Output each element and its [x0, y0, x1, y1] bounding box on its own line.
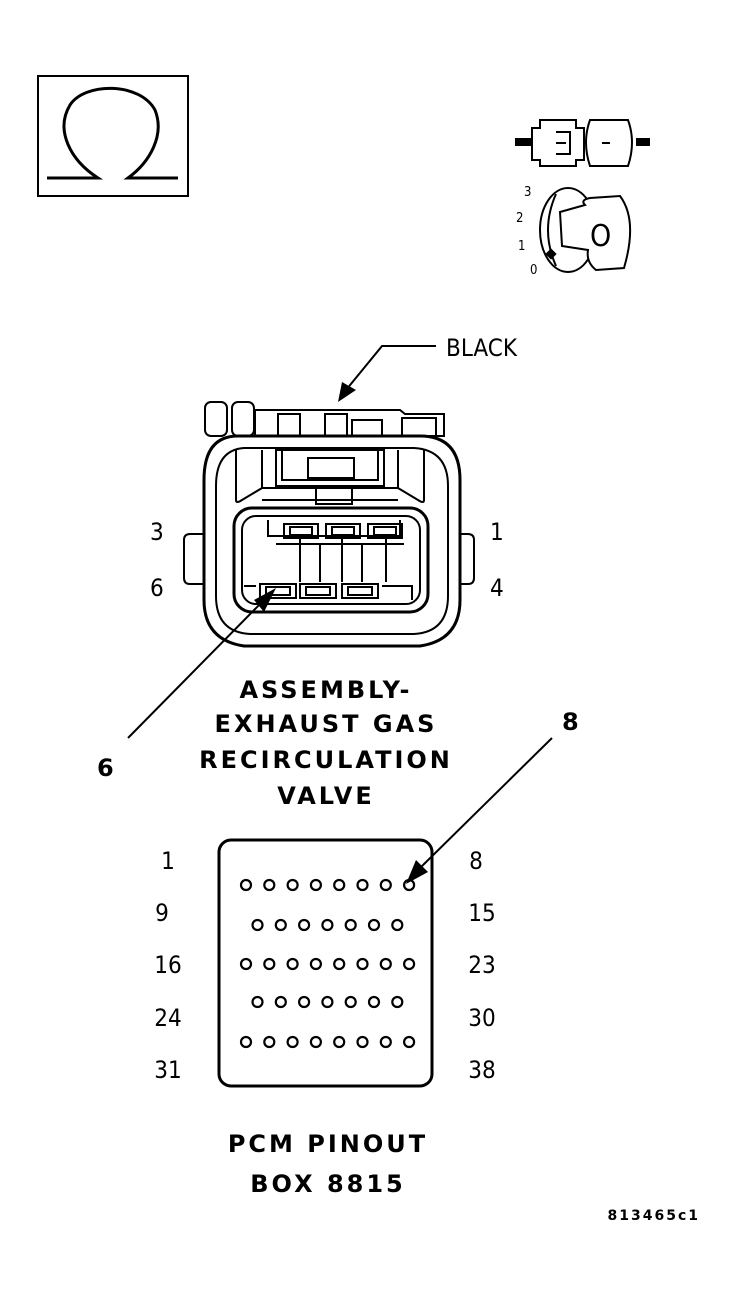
- callout-6-leader: [127, 588, 276, 739]
- pcm-left-labels: 1 9 16 24 31: [154, 847, 181, 1084]
- pcm-pin: [263, 957, 276, 971]
- connector-title: ASSEMBLY- EXHAUST GAS RECIRCULATION VALV…: [199, 676, 453, 810]
- pcm-row-end-label: 38: [468, 1056, 495, 1084]
- connector-color-label: BLACK: [446, 334, 518, 362]
- pcm-pin: [344, 918, 357, 932]
- pcm-row-end-label: 15: [468, 899, 495, 927]
- pcm-pin: [309, 878, 322, 892]
- callout-6-number: 6: [97, 754, 117, 782]
- connector-pin-label-1: 1: [490, 518, 504, 546]
- ignition-position-1: 1: [518, 239, 525, 254]
- pcm-title-line-2: BOX 8815: [250, 1170, 406, 1198]
- pcm-pin: [391, 918, 404, 932]
- pcm-pin: [367, 918, 381, 932]
- connector-terminal-row-upper: [276, 523, 404, 582]
- connector-title-line-1: ASSEMBLY-: [239, 676, 412, 704]
- pcm-pin: [239, 1035, 253, 1049]
- connector-pin-label-4: 4: [490, 574, 504, 602]
- pcm-pin: [321, 995, 334, 1009]
- pcm-pin: [391, 995, 404, 1009]
- pcm-pin: [263, 878, 276, 892]
- pcm-pin: [286, 878, 299, 892]
- egr-connector-face: [183, 401, 475, 648]
- pcm-pin: [367, 995, 381, 1009]
- pcm-row-start-label: 16: [154, 951, 181, 979]
- pcm-row-end-label: 23: [468, 951, 495, 979]
- connector-title-line-2: EXHAUST GAS: [215, 710, 438, 738]
- pcm-pin: [298, 995, 311, 1009]
- pcm-pin: [321, 918, 334, 932]
- pcm-pin: [356, 1035, 369, 1049]
- ignition-position-3: 3: [524, 185, 531, 200]
- connector-color-callout: BLACK: [338, 334, 518, 402]
- pcm-pin: [251, 995, 264, 1009]
- ohmmeter-symbol-icon: [37, 75, 189, 197]
- pcm-pin: [403, 878, 416, 892]
- pcm-pin: [333, 957, 346, 971]
- pcm-pin: [309, 957, 322, 971]
- connector-title-line-4: VALVE: [277, 782, 374, 810]
- connector-title-line-3: RECIRCULATION: [199, 746, 453, 774]
- pcm-row-start-label: 24: [154, 1004, 181, 1032]
- pcm-pin: [286, 1035, 299, 1049]
- pcm-row-end-label: 30: [468, 1004, 495, 1032]
- connector-pin-label-3: 3: [150, 518, 164, 546]
- pcm-pin-grid: [239, 878, 416, 1049]
- ignition-position-0: 0: [530, 263, 537, 278]
- ignition-position-2: 2: [516, 211, 523, 226]
- pcm-pin: [274, 995, 287, 1009]
- ignition-key-icon: 3 2 1 0 O: [516, 185, 632, 278]
- connector-terminal-row-lower: [244, 583, 413, 600]
- pcm-pinout-box: [217, 838, 434, 1088]
- pcm-pin: [344, 995, 357, 1009]
- figure-id: 813465c1: [608, 1208, 701, 1224]
- pcm-pin: [333, 1035, 346, 1049]
- callout-8-number: 8: [562, 708, 582, 736]
- pcm-pin: [239, 957, 253, 971]
- pcm-pin: [286, 957, 299, 971]
- pcm-pin: [263, 1035, 276, 1049]
- pcm-pin: [356, 878, 369, 892]
- pcm-pin: [239, 878, 253, 892]
- pcm-row-start-label: 31: [154, 1056, 181, 1084]
- pcm-row-start-label: 1: [161, 847, 175, 875]
- pcm-pin: [309, 1035, 322, 1049]
- pcm-pin: [274, 918, 287, 932]
- callout-8-leader: [406, 737, 553, 884]
- pcm-title-line-1: PCM PINOUT: [228, 1130, 428, 1158]
- pcm-pin: [379, 878, 392, 892]
- pcm-right-labels: 8 15 23 30 38: [468, 847, 495, 1084]
- pcm-pin: [379, 957, 392, 971]
- connector-pin-label-6: 6: [150, 574, 164, 602]
- pcm-pin: [251, 918, 264, 932]
- pcm-pin: [403, 957, 416, 971]
- pcm-row-start-label: 9: [155, 899, 169, 927]
- pcm-row-end-label: 8: [469, 847, 483, 875]
- connector-plug-icon: [515, 119, 650, 167]
- ignition-key-label: O: [590, 219, 611, 254]
- pcm-pin: [403, 1035, 416, 1049]
- pcm-pin: [333, 878, 346, 892]
- pcm-pin: [356, 957, 369, 971]
- pcm-pin: [298, 918, 311, 932]
- pcm-pin: [379, 1035, 392, 1049]
